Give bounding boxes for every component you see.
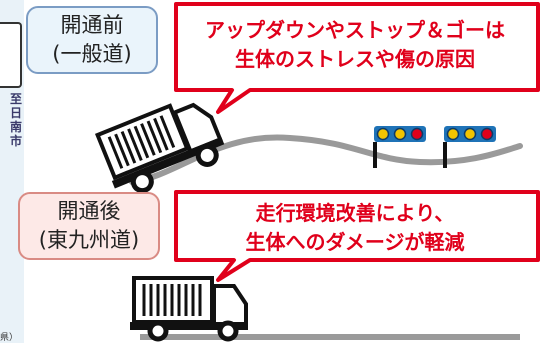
vertical-char: 南 (9, 120, 22, 134)
traffic-signal-icon (443, 126, 496, 168)
truck-icon (130, 276, 248, 342)
edge-footnote: 県） (0, 333, 19, 343)
before-label-line2: (一般道) (52, 42, 132, 66)
after-label-line1: 開通後 (57, 199, 121, 223)
truck-icon (94, 102, 225, 194)
bumpy-road (129, 134, 523, 185)
after-label-line2: (東九州道) (38, 228, 140, 252)
callout-before-text: アップダウンやストップ＆ゴーは 生体のストレスや傷の原因 (174, 8, 536, 74)
vertical-char: 市 (9, 134, 22, 148)
callout-after-line2: 生体へのダメージが軽減 (245, 230, 465, 254)
before-label-line1: 開通前 (60, 13, 124, 37)
callout-before-bubble (174, 2, 540, 114)
map-edge-box (0, 22, 22, 88)
destination-vertical-label: 至 日 南 市 (8, 92, 24, 148)
after-opening-label: 開通後 (東九州道) (18, 192, 160, 260)
callout-before-line2: 生体のストレスや傷の原因 (235, 47, 475, 71)
callout-before-line1: アップダウンやストップ＆ゴーは (205, 18, 505, 42)
callout-after-line1: 走行環境改善により、 (255, 201, 455, 225)
before-opening-label: 開通前 (一般道) (26, 6, 158, 74)
vertical-char: 至 (9, 92, 22, 106)
traffic-signal-icon (373, 126, 426, 168)
vertical-char: 日 (9, 106, 22, 120)
callout-after-text: 走行環境改善により、 生体へのダメージが軽減 (174, 196, 536, 257)
callout-after-bubble (174, 190, 540, 282)
flat-road (140, 334, 520, 340)
